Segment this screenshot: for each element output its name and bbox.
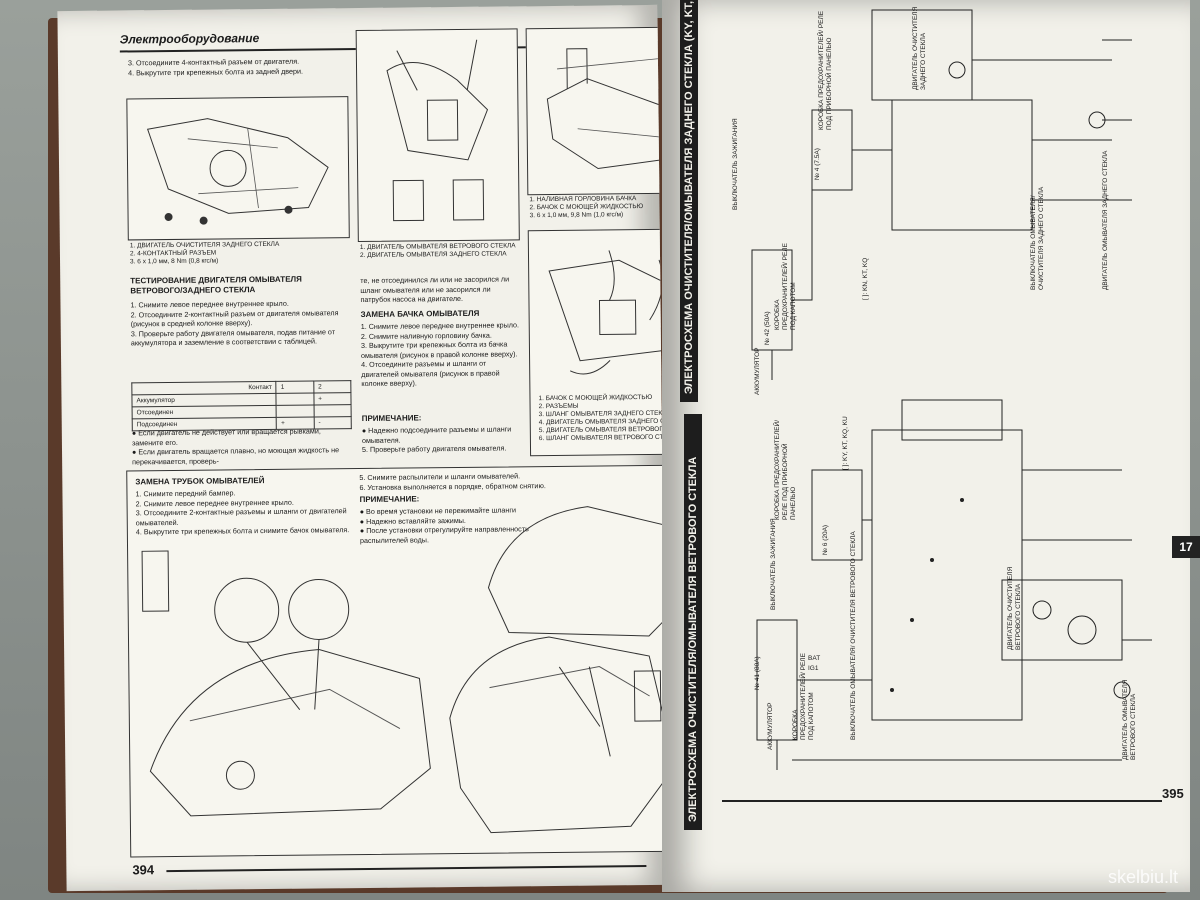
label-models-top: [ ]: KN, KT, KQ: [862, 257, 869, 300]
mid-continuation: те, не отсоединился ли или не засорился …: [360, 274, 510, 305]
label-front-washer-motor: ДВИГАТЕЛЬ ОМЫВАТЕЛЯ ВЕТРОВОГО СТЕКЛА: [1122, 679, 1137, 760]
label-fuse-42: № 42 (50A): [764, 311, 771, 345]
figure-drawing: [141, 506, 667, 834]
label-ignition-top: ВЫКЛЮЧАТЕЛЬ ЗАЖИГАНИЯ: [732, 118, 739, 210]
test-steps: 1. Снимите левое переднее внутреннее кры…: [130, 298, 339, 348]
wiring-schematic: [751, 9, 1152, 770]
watermark-text: skelbiu.lt: [1107, 867, 1178, 887]
figure-drawing: [386, 39, 489, 222]
test-title: ТЕСТИРОВАНИЕ ДВИГАТЕЛЯ ОМЫВАТЕЛЯ ВЕТРОВО…: [130, 274, 302, 295]
label-rear-washer-motor: ДВИГАТЕЛЬ ОМЫВАТЕЛЯ ЗАДНЕГО СТЕКЛА: [1102, 150, 1109, 290]
label-fuse-box-dash-bottom: КОРОБКА ПРЕДОХРАНИТЕЛЕЙ/ РЕЛЕ ПОД ПРИБОР…: [774, 419, 797, 520]
label-models-bottom: [ ]: KY, KT, KQ, KU: [842, 416, 849, 470]
figure-rear-wiper-motor: [126, 96, 350, 241]
test-bullets: ● Если двигатель не действует или вращае…: [131, 426, 340, 466]
figure-drawing: [548, 250, 667, 375]
label-battery-bottom: АККУМУЛЯТОР: [767, 702, 774, 750]
note-title: ПРИМЕЧАНИЕ:: [361, 413, 422, 424]
tank-steps: 1. Снимите левое переднее внутреннее кры…: [360, 320, 520, 389]
section-header: Электрооборудование: [119, 31, 260, 47]
label-fuse-6: № 6 (20A): [822, 524, 829, 555]
label-fuse-41: № 41 (80A): [754, 656, 761, 690]
left-page: Электрооборудование 3. Отсоедините 4-кон…: [57, 4, 667, 892]
label-front-wiper-motor: ДВИГАТЕЛЬ ОЧИСТИТЕЛЯ ВЕТРОВОГО СТЕКЛА: [1007, 566, 1022, 650]
label-bat: BAT: [808, 655, 821, 662]
figure-washer-tank: [525, 26, 667, 196]
tank-title: ЗАМЕНА БАЧКА ОМЫВАТЕЛЯ: [360, 308, 480, 320]
page-number-right: 395: [1162, 786, 1184, 801]
page-number-left: 394: [132, 862, 155, 878]
label-fuse-box-hood-top: КОРОБКА ПРЕДОХРАНИТЕЛЕЙ/ РЕЛЕ ПОД КАПОТО…: [774, 243, 797, 330]
label-fuse-box-dash-top: КОРОБКА ПРЕДОХРАНИТЕЛЕЙ/ РЕЛЕ ПОД ПРИБОР…: [818, 10, 833, 130]
figure-washer-motors: [355, 28, 520, 243]
label-ig1: IG1: [808, 665, 819, 672]
right-page: ЭЛЕКТРОСХЕМА ОЧИСТИТЕЛЯ/ОМЫВАТЕЛЯ ЗАДНЕГ…: [662, 0, 1190, 892]
label-battery-top: АККУМУЛЯТОР: [754, 347, 761, 395]
note-items: ● Надежно подсоедините разъемы и шланги …: [361, 424, 512, 454]
watermark: skelbiu.lt: [1108, 867, 1178, 888]
label-ignition-bottom: ВЫКЛЮЧАТЕЛЬ ЗАЖИГАНИЯ: [770, 518, 777, 610]
label-rear-switch: ВЫКЛЮЧАТЕЛЬ ОМЫВАТЕЛЯ/ ОЧИСТИТЕЛЯ ЗАДНЕГ…: [1030, 186, 1045, 290]
chapter-tab: 17: [1172, 536, 1200, 558]
label-fuse-4: № 4 (7.5A): [814, 148, 821, 180]
figure-washer-tubes: ЗАМЕНА ТРУБОК ОМЫВАТЕЛЕЙ 1. Снимите пере…: [126, 464, 667, 858]
label-rear-wiper-motor: ДВИГАТЕЛЬ ОЧИСТИТЕЛЯ ЗАДНЕГО СТЕКЛА: [912, 6, 927, 90]
figure-drawing: [146, 118, 329, 225]
footer-rule-right: [722, 800, 1162, 802]
figure-drawing: [546, 48, 667, 170]
label-front-switch: ВЫКЛЮЧАТЕЛЬ ОМЫВАТЕЛЯ/ ОЧИСТИТЕЛЯ ВЕТРОВ…: [850, 531, 857, 740]
footer-rule: [166, 865, 647, 873]
steps-top: 3. Отсоедините 4-контактный разъем от дв…: [127, 56, 304, 77]
